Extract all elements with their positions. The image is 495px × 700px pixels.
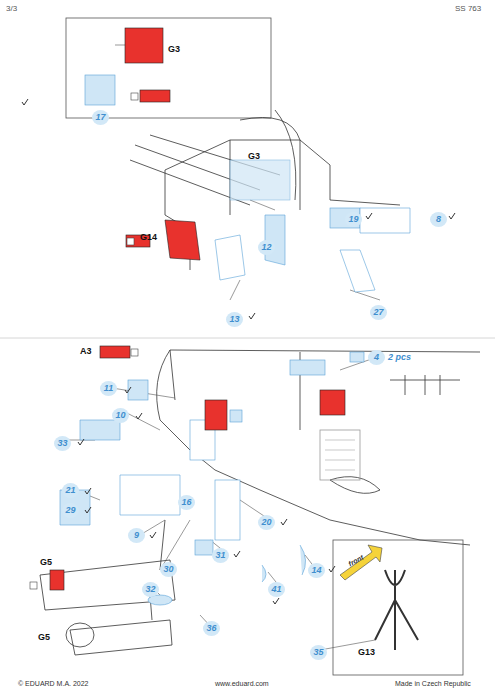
callout-number: 9 [128,528,145,543]
callout-number: 8 [430,212,447,227]
part-code: G3 [168,45,180,54]
sheet-code: SS 763 [455,5,481,13]
callout-number: 41 [268,582,285,597]
part-code: G13 [358,648,375,657]
part-code: G5 [40,558,52,567]
callout-number: 14 [308,563,325,578]
callout-number: 29 [62,503,79,518]
callout-number: 33 [54,436,71,451]
callout-number: 11 [100,381,117,396]
callout-number: 32 [142,582,159,597]
part-code: G5 [38,633,50,642]
callout-number: 35 [310,645,327,660]
callout-number: 19 [345,212,362,227]
part-code: A3 [80,347,92,356]
callout-number: 10 [112,408,129,423]
callout-number: 12 [258,240,275,255]
callout-number: 16 [178,495,195,510]
callout-number: 31 [212,548,229,563]
callout-number: 36 [203,621,220,636]
part-code: G14 [140,233,157,242]
callout-number: 4 [368,350,385,365]
quantity-note: 2 pcs [388,353,411,362]
website: www.eduard.com [215,680,269,687]
callout-number: 21 [62,483,79,498]
callout-number: 27 [370,305,387,320]
callout-number: 20 [258,515,275,530]
page-number: 3/3 [6,5,17,13]
origin-note: Made in Czech Republic [395,680,471,687]
copyright: © EDUARD M.A. 2022 [18,680,89,687]
callout-number: 13 [226,312,243,327]
callout-number: 30 [160,562,177,577]
part-code: G3 [248,152,260,161]
callout-number: 17 [92,110,109,125]
